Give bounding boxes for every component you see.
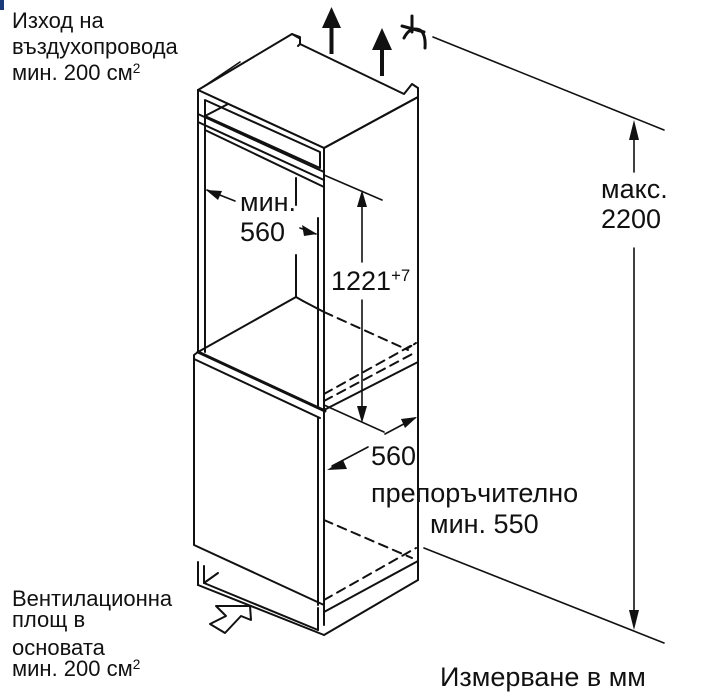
squared-superscript: 2 — [132, 60, 141, 76]
depth-dimension — [327, 417, 417, 470]
niche-width-dimension — [206, 189, 317, 236]
intake-area-value: мин. 200 см — [12, 656, 133, 681]
depth-recommended-label: препоръчително — [371, 478, 579, 508]
exhaust-label-line2: въздухопровода — [12, 34, 178, 59]
appliance-body — [193, 350, 419, 626]
niche-width-label: мин. 560 — [240, 189, 296, 246]
niche-height-label: 1221+7 — [331, 265, 411, 296]
depth-min-label: мин. 550 — [430, 509, 539, 539]
niche-height-value: 1221 — [331, 266, 392, 296]
airflow-up-arrow-icon — [372, 28, 392, 76]
niche-height-dimension — [323, 174, 385, 433]
niche-width-value: 560 — [240, 217, 286, 247]
depth-value: 560 — [371, 441, 417, 471]
cabinet-plinth — [197, 561, 419, 636]
niche-width-prefix: мин. — [240, 187, 297, 217]
exhaust-label-line1: Изход на — [12, 8, 104, 33]
max-height-value: 2200 — [601, 204, 662, 234]
exhaust-leader-line — [199, 61, 241, 90]
exhaust-label: Изход на въздухопровода мин. 200 см2 — [12, 10, 178, 84]
max-height-symbol-icon — [400, 14, 427, 50]
exhaust-area-value: мин. 200 см — [12, 60, 133, 85]
units-note: Измерване в мм — [440, 662, 646, 692]
max-height-prefix: макс. — [601, 174, 668, 204]
intake-label-line4: мин. 200 см2 — [12, 656, 172, 681]
upper-niche-frame — [197, 87, 419, 566]
intake-label-line2: площ в — [12, 607, 86, 632]
airflow-in-arrow-icon — [209, 605, 252, 634]
intake-label-line1: Вентилационна — [12, 586, 173, 611]
squared-superscript: 2 — [132, 656, 141, 672]
corner-marker — [0, 0, 4, 10]
max-height-dimension — [423, 36, 665, 644]
exhaust-label-line3: мин. 200 см2 — [12, 60, 178, 85]
intake-label: Вентилационна площ в основата мин. 200 с… — [12, 588, 172, 680]
niche-height-tolerance: +7 — [391, 265, 411, 285]
exhaust-arrows — [322, 7, 392, 76]
intake-label-line3: основата — [12, 635, 105, 660]
max-height-label: макс. 2200 — [601, 176, 668, 233]
cabinet-top — [197, 33, 419, 149]
airflow-up-arrow-icon — [322, 7, 341, 54]
